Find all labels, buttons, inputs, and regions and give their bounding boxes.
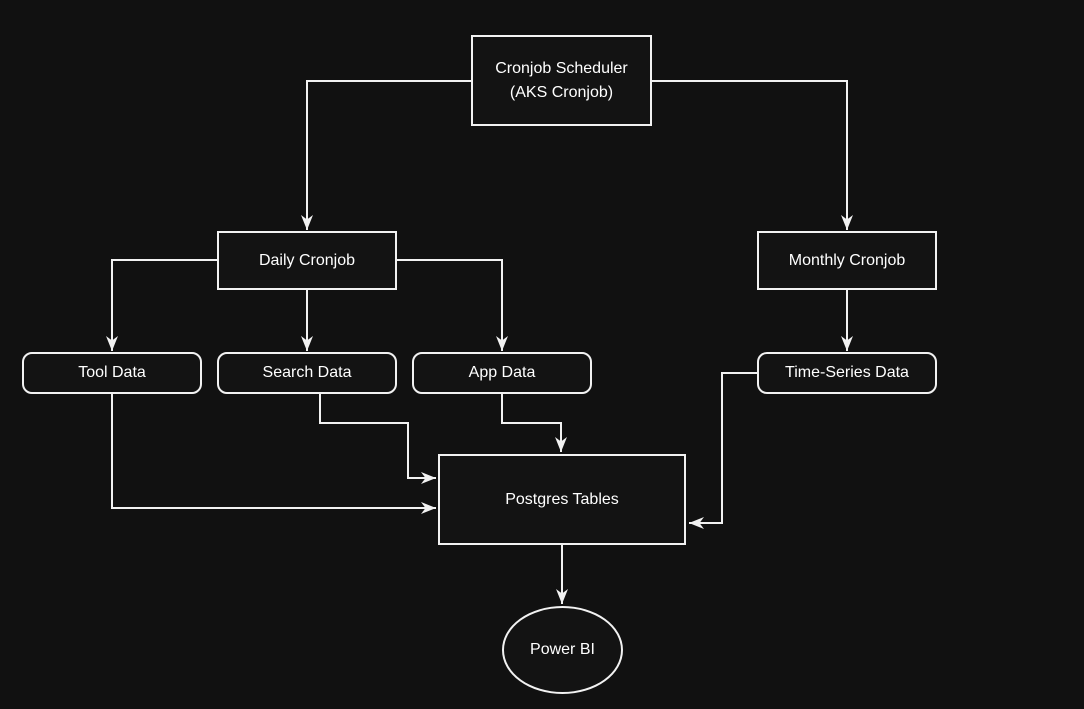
node-app-data: App Data [412, 352, 592, 394]
node-label: Search Data [262, 364, 352, 382]
node-label: Monthly Cronjob [788, 251, 906, 269]
node-tool-data: Tool Data [22, 352, 202, 394]
edge-timeseries-to-postgres [689, 372, 757, 529]
node-cronjob-scheduler: Cronjob Scheduler (AKS Cronjob) [471, 35, 652, 126]
node-search-data: Search Data [217, 352, 397, 394]
node-label: App Data [468, 364, 536, 382]
edge-daily-to-app [397, 259, 508, 351]
edge-daily-to-tool [106, 259, 217, 351]
node-power-bi: Power BI [502, 606, 623, 694]
edge-app-to-postgres [501, 394, 567, 452]
node-label: Time-Series Data [785, 364, 909, 382]
edge-scheduler-to-daily [301, 80, 471, 230]
node-label: Cronjob Scheduler (AKS Cronjob) [495, 60, 628, 101]
node-label: Postgres Tables [505, 490, 619, 508]
node-label: Tool Data [78, 364, 146, 382]
node-label: Daily Cronjob [258, 251, 356, 269]
edge-tool-to-postgres [111, 394, 436, 514]
node-label: Power BI [530, 641, 595, 659]
edge-search-to-postgres [319, 394, 436, 484]
node-daily-cronjob: Daily Cronjob [217, 231, 397, 290]
edge-scheduler-to-monthly [652, 80, 853, 230]
node-monthly-cronjob: Monthly Cronjob [757, 231, 937, 290]
node-time-series-data: Time-Series Data [757, 352, 937, 394]
node-postgres-tables: Postgres Tables [438, 454, 686, 545]
